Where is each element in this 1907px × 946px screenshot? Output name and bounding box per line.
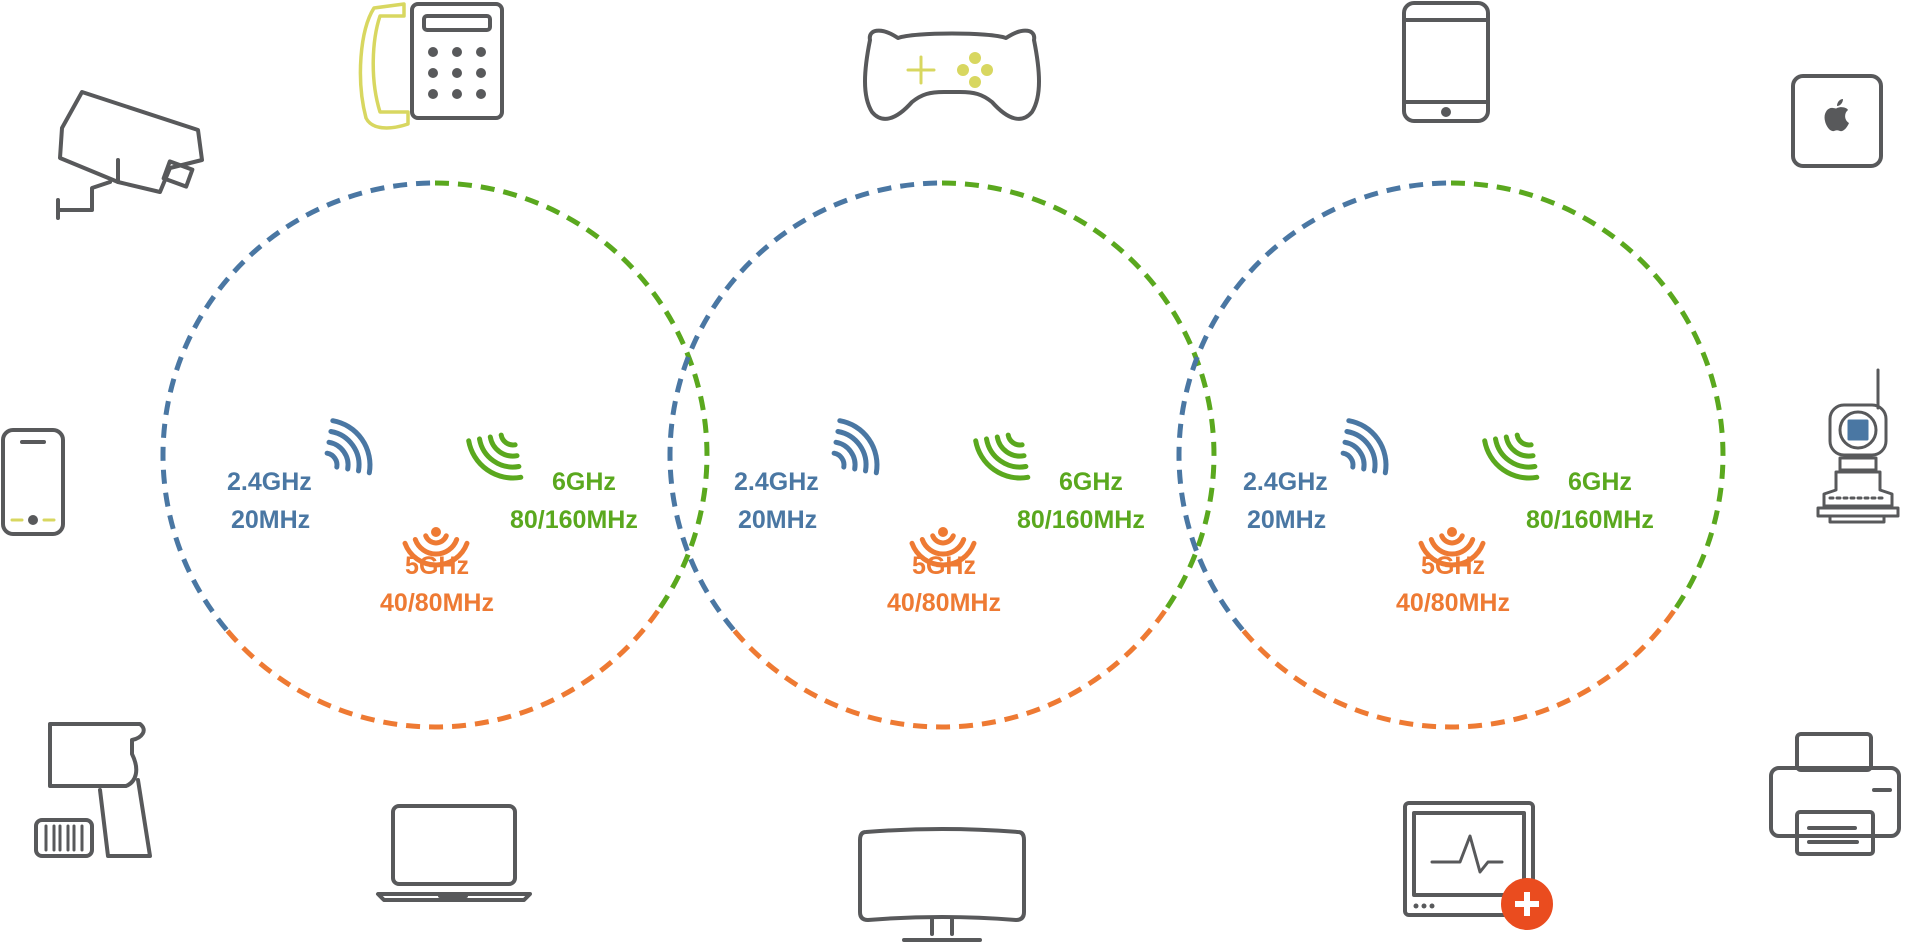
wifi-5ghz-icon bbox=[1418, 527, 1486, 568]
television-icon bbox=[858, 827, 1026, 942]
coverage-circle-3-arc-5ghz bbox=[1240, 609, 1676, 730]
medical-monitor-icon bbox=[1403, 801, 1553, 930]
coverage-circle-2-arc-6ghz bbox=[941, 180, 1217, 613]
wifi-5ghz-icon bbox=[402, 527, 470, 568]
barcode-scanner-icon bbox=[34, 722, 152, 858]
band-5-freq: 5GHz bbox=[1421, 552, 1485, 580]
wifi-6ghz-icon bbox=[973, 432, 1031, 481]
coverage-circle-1-arc-6ghz bbox=[434, 180, 710, 613]
band-24-freq: 2.4GHz bbox=[734, 468, 819, 496]
coverage-circle-2-arc-5ghz bbox=[731, 609, 1167, 730]
band-24-width: 20MHz bbox=[738, 506, 817, 534]
band-6-width: 80/160MHz bbox=[510, 506, 638, 534]
band-5-width: 40/80MHz bbox=[380, 589, 494, 617]
access-point-1: 2.4GHz 20MHz 6GHz 80/160MHz 5GHz 40/80MH… bbox=[227, 418, 638, 617]
band-6-freq: 6GHz bbox=[552, 468, 616, 496]
coverage-circle-1-arc-24ghz bbox=[160, 180, 436, 632]
security-camera-icon bbox=[56, 90, 204, 220]
industrial-sensor-icon bbox=[1816, 368, 1900, 524]
band-5-freq: 5GHz bbox=[912, 552, 976, 580]
wifi-6ghz-icon bbox=[466, 432, 524, 481]
coverage-circle-2-arc-24ghz bbox=[667, 180, 943, 632]
coverage-circles bbox=[160, 180, 1726, 730]
band-6-freq: 6GHz bbox=[1059, 468, 1123, 496]
printer-icon bbox=[1769, 732, 1901, 856]
band-5-width: 40/80MHz bbox=[1396, 589, 1510, 617]
access-point-2: 2.4GHz 20MHz 6GHz 80/160MHz 5GHz 40/80MH… bbox=[734, 418, 1145, 617]
band-6-width: 80/160MHz bbox=[1526, 506, 1654, 534]
band-5-freq: 5GHz bbox=[405, 552, 469, 580]
coverage-circle-1-arc-5ghz bbox=[224, 609, 660, 730]
mac-mini-icon bbox=[1791, 74, 1883, 168]
desk-phone-icon bbox=[358, 2, 504, 130]
laptop-icon bbox=[376, 804, 532, 902]
coverage-circle-3-arc-6ghz bbox=[1450, 180, 1726, 613]
wifi-5ghz-icon bbox=[909, 527, 977, 568]
band-24-freq: 2.4GHz bbox=[1243, 468, 1328, 496]
wifi-24ghz-icon bbox=[1340, 418, 1389, 476]
band-24-width: 20MHz bbox=[231, 506, 310, 534]
wifi-6ghz-icon bbox=[1482, 432, 1540, 481]
wifi-24ghz-icon bbox=[324, 418, 373, 476]
band-5-width: 40/80MHz bbox=[887, 589, 1001, 617]
band-24-freq: 2.4GHz bbox=[227, 468, 312, 496]
tablet-icon bbox=[1402, 1, 1490, 123]
coverage-circle-3-arc-24ghz bbox=[1176, 180, 1452, 632]
smartphone-icon bbox=[1, 428, 65, 536]
band-6-freq: 6GHz bbox=[1568, 468, 1632, 496]
game-controller-icon bbox=[863, 28, 1041, 121]
wifi-24ghz-icon bbox=[831, 418, 880, 476]
band-24-width: 20MHz bbox=[1247, 506, 1326, 534]
access-point-3: 2.4GHz 20MHz 6GHz 80/160MHz 5GHz 40/80MH… bbox=[1243, 418, 1654, 617]
band-6-width: 80/160MHz bbox=[1017, 506, 1145, 534]
